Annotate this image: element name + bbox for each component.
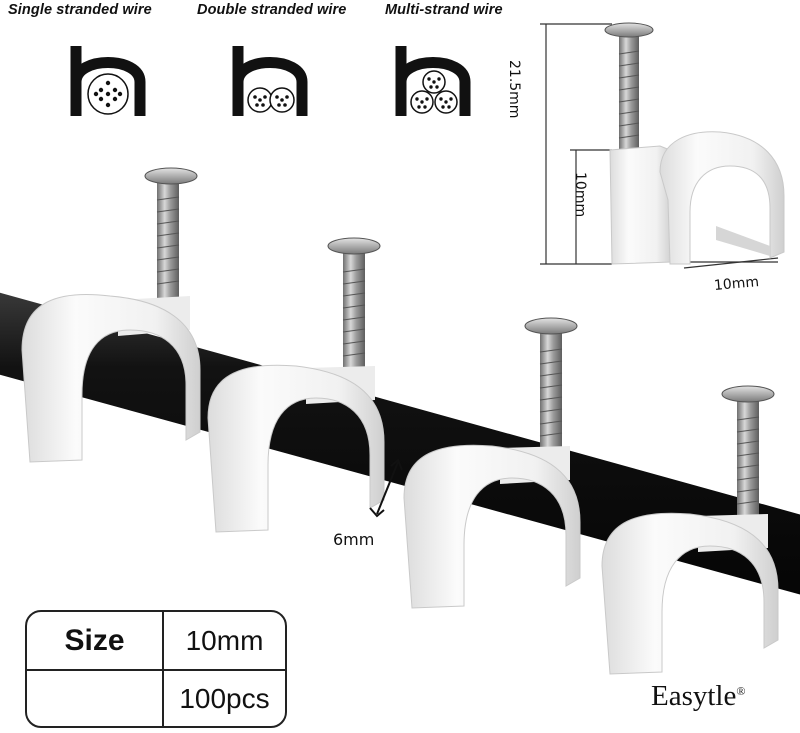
spec-quantity-value: 100pcs	[179, 683, 270, 714]
cable-clip-3	[403, 317, 581, 609]
single-strand-wire-icon	[70, 46, 146, 116]
double-strand-wire-icon	[232, 46, 308, 116]
dimension-clip-height: 10mm	[572, 172, 588, 218]
wire-type-label-single: Single stranded wire	[8, 2, 152, 18]
wire-type-label-multi: Multi-strand wire	[385, 2, 503, 18]
spec-size-key: Size	[64, 624, 125, 657]
cable-diameter-arrow	[369, 458, 403, 518]
multi-strand-wire-icon	[395, 46, 471, 116]
detail-view	[540, 22, 785, 269]
dimension-total-height: 21.5mm	[506, 60, 522, 119]
brand-name: Easytle	[651, 680, 737, 712]
dimension-cable-diameter: 6mm	[333, 530, 375, 549]
brand-logo: Easytle®	[651, 680, 745, 713]
spec-row-size: Size 10mm	[27, 612, 285, 671]
registered-mark: ®	[736, 684, 746, 698]
wire-type-label-double: Double stranded wire	[197, 2, 347, 18]
cable-clip-1	[21, 167, 201, 463]
spec-size-value: 10mm	[185, 625, 264, 656]
cable-clip-2	[207, 237, 385, 533]
spec-row-quantity: 100pcs	[27, 670, 285, 726]
cable-clip-4	[601, 385, 779, 675]
spec-table: Size 10mm 100pcs	[25, 610, 287, 728]
spec-table-divider	[162, 612, 164, 726]
